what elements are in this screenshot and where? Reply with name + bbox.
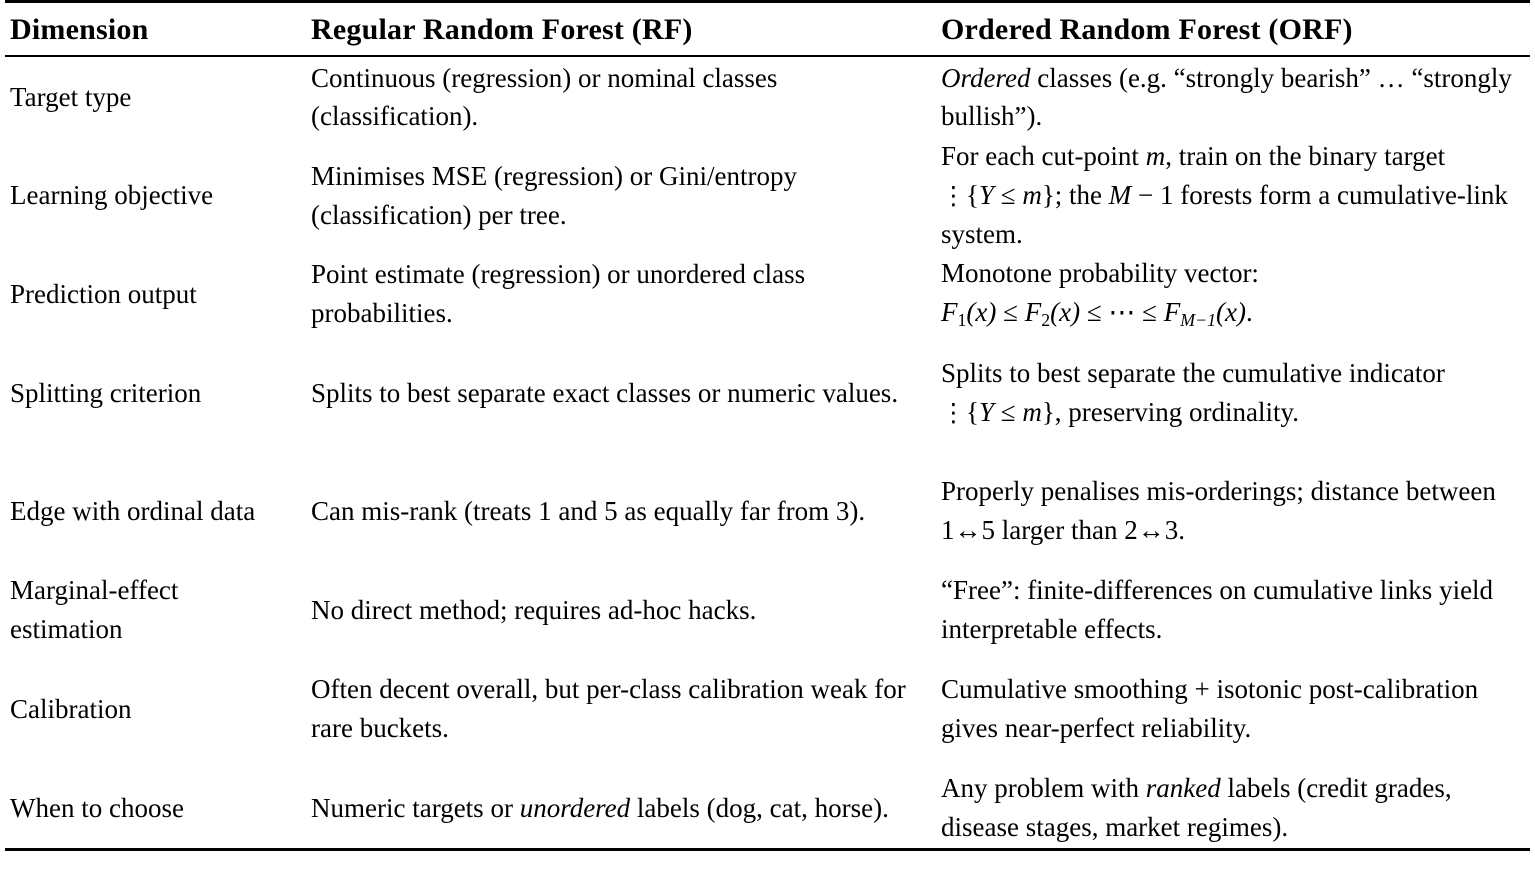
table-row: Edge with ordinal data Can mis-rank (tre…: [5, 452, 1530, 570]
text-fragment: Splits to best separate the cumulative i…: [941, 358, 1445, 389]
rf-vs-orf-comparison-table: Dimension Regular Random Forest (RF) Ord…: [5, 0, 1530, 852]
less-or-equal-icon: ≤: [996, 297, 1025, 328]
monotone-inequality-formula: F1(x) ≤ F2(x) ≤ ⋯ ≤ FM−1(x).: [941, 297, 1253, 331]
period: .: [1245, 297, 1253, 328]
text-fragment: Numeric targets or: [311, 792, 520, 823]
indicator-expression: ⋮{Y ≤ m: [941, 397, 1042, 427]
cell-rf-marginal-effect-estimation: No direct method; requires ad-hoc hacks.: [311, 594, 757, 625]
emphasis-unordered: unordered: [519, 792, 631, 823]
cell-rf-learning-objective: Minimises MSE (regression) or Gini/entro…: [311, 160, 797, 230]
cell-orf-when-to-choose: Any problem with ranked labels (credit g…: [938, 768, 1530, 850]
row-label-edge-with-ordinal-data: Edge with ordinal data: [10, 495, 256, 526]
math-arg-x: (x): [966, 297, 997, 328]
cell-rf-edge-with-ordinal-data: Can mis-rank (treats 1 and 5 as equally …: [311, 495, 866, 526]
indicator-function-icon: ⋮: [941, 181, 966, 211]
row-label-marginal-effect-estimation: Marginal-effect estimation: [10, 575, 179, 645]
math-arg-x: (x): [1050, 297, 1081, 328]
ellipsis-icon: ⋯: [1108, 297, 1136, 328]
bottomrule: [5, 848, 1530, 852]
text-fragment: Monotone probability vector:: [941, 258, 1259, 289]
text-fragment: {: [966, 180, 979, 211]
cell-orf-prediction-output: Monotone probability vector:F1(x) ≤ F2(x…: [938, 254, 1530, 334]
row-label-target-type: Target type: [10, 81, 132, 112]
indicator-function-icon: ⋮: [941, 398, 966, 428]
cell-orf-learning-objective: For each cut-point m, train on the binar…: [938, 137, 1530, 254]
cell-rf-when-to-choose: Numeric targets or unordered labels (dog…: [308, 768, 938, 850]
text-fragment: labels (credit grades, disease stages, m…: [941, 773, 1452, 843]
indicator-expression: ⋮{Y ≤ m: [941, 180, 1042, 210]
table-row: Prediction output Point estimate (regres…: [5, 254, 1530, 334]
row-label-when-to-choose: When to choose: [10, 792, 184, 823]
math-arg-x: (x): [1216, 297, 1246, 328]
text-fragment: Any problem with: [941, 773, 1146, 804]
math-variable-m: m: [1022, 397, 1042, 428]
text-fragment: labels (dog, cat, horse).: [630, 792, 889, 823]
math-variable-F: F: [1024, 297, 1042, 328]
table-header: Dimension Regular Random Forest (RF) Ord…: [5, 0, 1530, 58]
math-M-minus-1: M − 1: [1109, 180, 1174, 210]
subscript-2: 2: [1041, 310, 1051, 331]
row-label-splitting-criterion: Splitting criterion: [10, 377, 202, 408]
toprule: [5, 0, 1530, 4]
row-label-calibration: Calibration: [10, 693, 132, 724]
math-variable-m: m: [1022, 180, 1042, 211]
left-right-arrow-icon: ↔: [1137, 515, 1165, 546]
column-header-regular-random-forest: Regular Random Forest (RF): [308, 3, 938, 58]
table-row: Target type Continuous (regression) or n…: [5, 56, 1530, 137]
text-fragment: 5 larger than 2: [981, 515, 1138, 546]
cell-orf-target-type: Ordered classes (e.g. “strongly bearish”…: [938, 56, 1530, 137]
left-right-arrow-icon: ↔: [954, 515, 982, 546]
cell-orf-target-type-rest: classes (e.g. “strongly bearish” … “stro…: [941, 62, 1512, 132]
math-variable-F: F: [1163, 297, 1181, 328]
text-fragment: − 1: [1131, 180, 1174, 211]
less-or-equal-icon: ≤: [994, 180, 1023, 211]
cell-rf-splitting-criterion: Splits to best separate exact classes or…: [311, 377, 899, 408]
math-variable-Y: Y: [978, 180, 994, 211]
text-fragment: For each cut-point: [941, 141, 1146, 172]
header-row: Dimension Regular Random Forest (RF) Ord…: [5, 3, 1530, 58]
text-fragment: }; the: [1041, 180, 1109, 211]
less-or-equal-icon: ≤: [1080, 297, 1109, 328]
table-row: When to choose Numeric targets or unorde…: [5, 768, 1530, 850]
table-row: Learning objective Minimises MSE (regres…: [5, 137, 1530, 254]
text-fragment: 3.: [1164, 515, 1185, 546]
text-fragment: }, preserving ordinality.: [1041, 397, 1299, 428]
cell-orf-splitting-criterion: Splits to best separate the cumulative i…: [938, 334, 1530, 452]
cell-rf-calibration: Often decent overall, but per-class cali…: [311, 674, 906, 744]
subscript-1: 1: [957, 310, 967, 331]
math-variable-F: F: [941, 297, 958, 328]
cell-rf-prediction-output: Point estimate (regression) or unordered…: [311, 259, 806, 329]
math-variable-M: M: [1108, 180, 1132, 211]
table-body: Target type Continuous (regression) or n…: [5, 56, 1530, 852]
table-row: Marginal-effect estimation No direct met…: [5, 570, 1530, 650]
column-header-ordered-random-forest: Ordered Random Forest (ORF): [938, 3, 1530, 58]
emphasis-ordered: Ordered: [941, 62, 1031, 93]
column-header-dimension: Dimension: [5, 3, 308, 58]
cell-orf-calibration: Cumulative smoothing + isotonic post-cal…: [941, 674, 1479, 744]
less-or-equal-icon: ≤: [994, 397, 1023, 428]
cell-orf-edge-with-ordinal-data: Properly penalises mis-orderings; distan…: [938, 452, 1530, 570]
subscript-M-minus-1: M−1: [1180, 310, 1216, 331]
row-label-prediction-output: Prediction output: [10, 278, 197, 309]
math-variable-m: m: [1145, 141, 1166, 172]
less-or-equal-icon: ≤: [1135, 297, 1164, 328]
table-row: Calibration Often decent overall, but pe…: [5, 650, 1530, 768]
cell-rf-target-type: Continuous (regression) or nominal class…: [311, 62, 778, 132]
table-row: Splitting criterion Splits to best separ…: [5, 334, 1530, 452]
text-fragment: , train on the binary target: [1165, 141, 1446, 172]
emphasis-ranked: ranked: [1145, 773, 1221, 804]
cell-orf-marginal-effect-estimation: “Free”: finite-differences on cumulative…: [941, 575, 1494, 645]
row-label-learning-objective: Learning objective: [10, 180, 214, 211]
text-fragment: Properly penalises mis-orderings; distan…: [941, 476, 1496, 546]
math-variable-Y: Y: [978, 397, 994, 428]
text-fragment: forests form a cumulative-link system.: [941, 180, 1508, 250]
text-fragment: {: [966, 397, 979, 428]
